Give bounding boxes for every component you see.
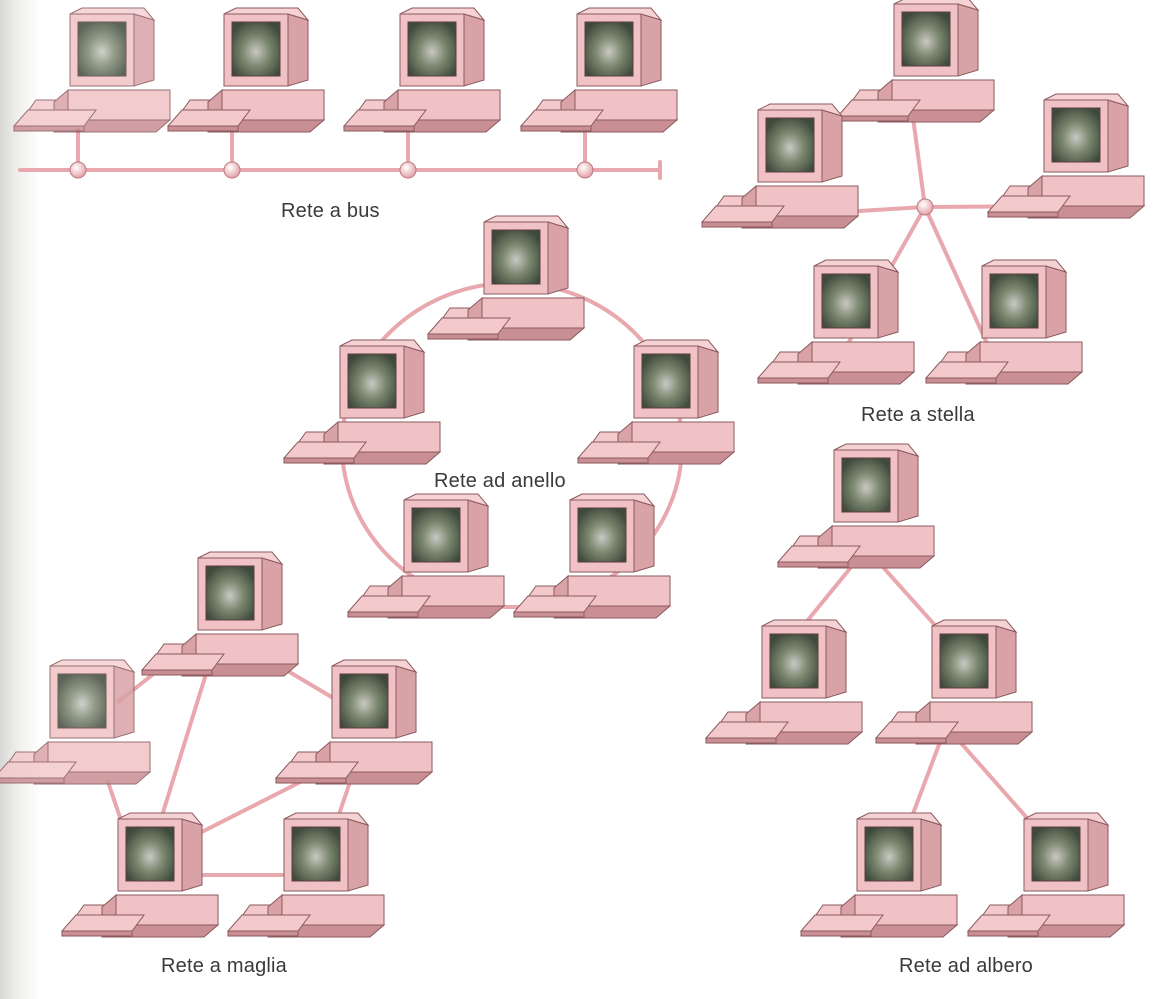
ring-computer-icon xyxy=(283,339,441,465)
star-computer-icon xyxy=(925,259,1083,385)
bus-network-label: Rete a bus xyxy=(281,200,380,222)
star-computer-icon xyxy=(701,103,859,229)
star-computer-icon xyxy=(837,0,995,123)
ring-computer-icon xyxy=(577,339,735,465)
mesh-computer-icon xyxy=(141,551,299,677)
bus-computer-icon xyxy=(13,7,171,133)
tree-network-label: Rete ad albero xyxy=(899,955,1034,977)
ring-network-label: Rete ad anello xyxy=(434,470,566,492)
star-computer-icon xyxy=(987,93,1145,219)
ring-computer-icon xyxy=(347,493,505,619)
star-hub-node xyxy=(916,198,934,216)
ring-computer-icon xyxy=(513,493,671,619)
bus-connector-node xyxy=(399,161,417,179)
tree-computer-icon xyxy=(777,443,935,569)
mesh-network-label: Rete a maglia xyxy=(161,955,287,977)
ring-computer-icon xyxy=(427,215,585,341)
bus-computer-icon xyxy=(520,7,678,133)
bus-connector-node xyxy=(576,161,594,179)
star-cable xyxy=(910,108,927,209)
tree-computer-icon xyxy=(875,619,1033,745)
mesh-computer-icon xyxy=(61,812,219,938)
mesh-cable xyxy=(154,672,208,837)
bus-connector-node xyxy=(223,161,241,179)
tree-computer-icon xyxy=(967,812,1125,938)
star-computer-icon xyxy=(757,259,915,385)
bus-computer-icon xyxy=(167,7,325,133)
mesh-computer-icon xyxy=(0,659,151,785)
tree-computer-icon xyxy=(705,619,863,745)
star-network-label: Rete a stella xyxy=(861,404,975,426)
bus-connector-node xyxy=(69,161,87,179)
bus-computer-icon xyxy=(343,7,501,133)
tree-computer-icon xyxy=(800,812,958,938)
